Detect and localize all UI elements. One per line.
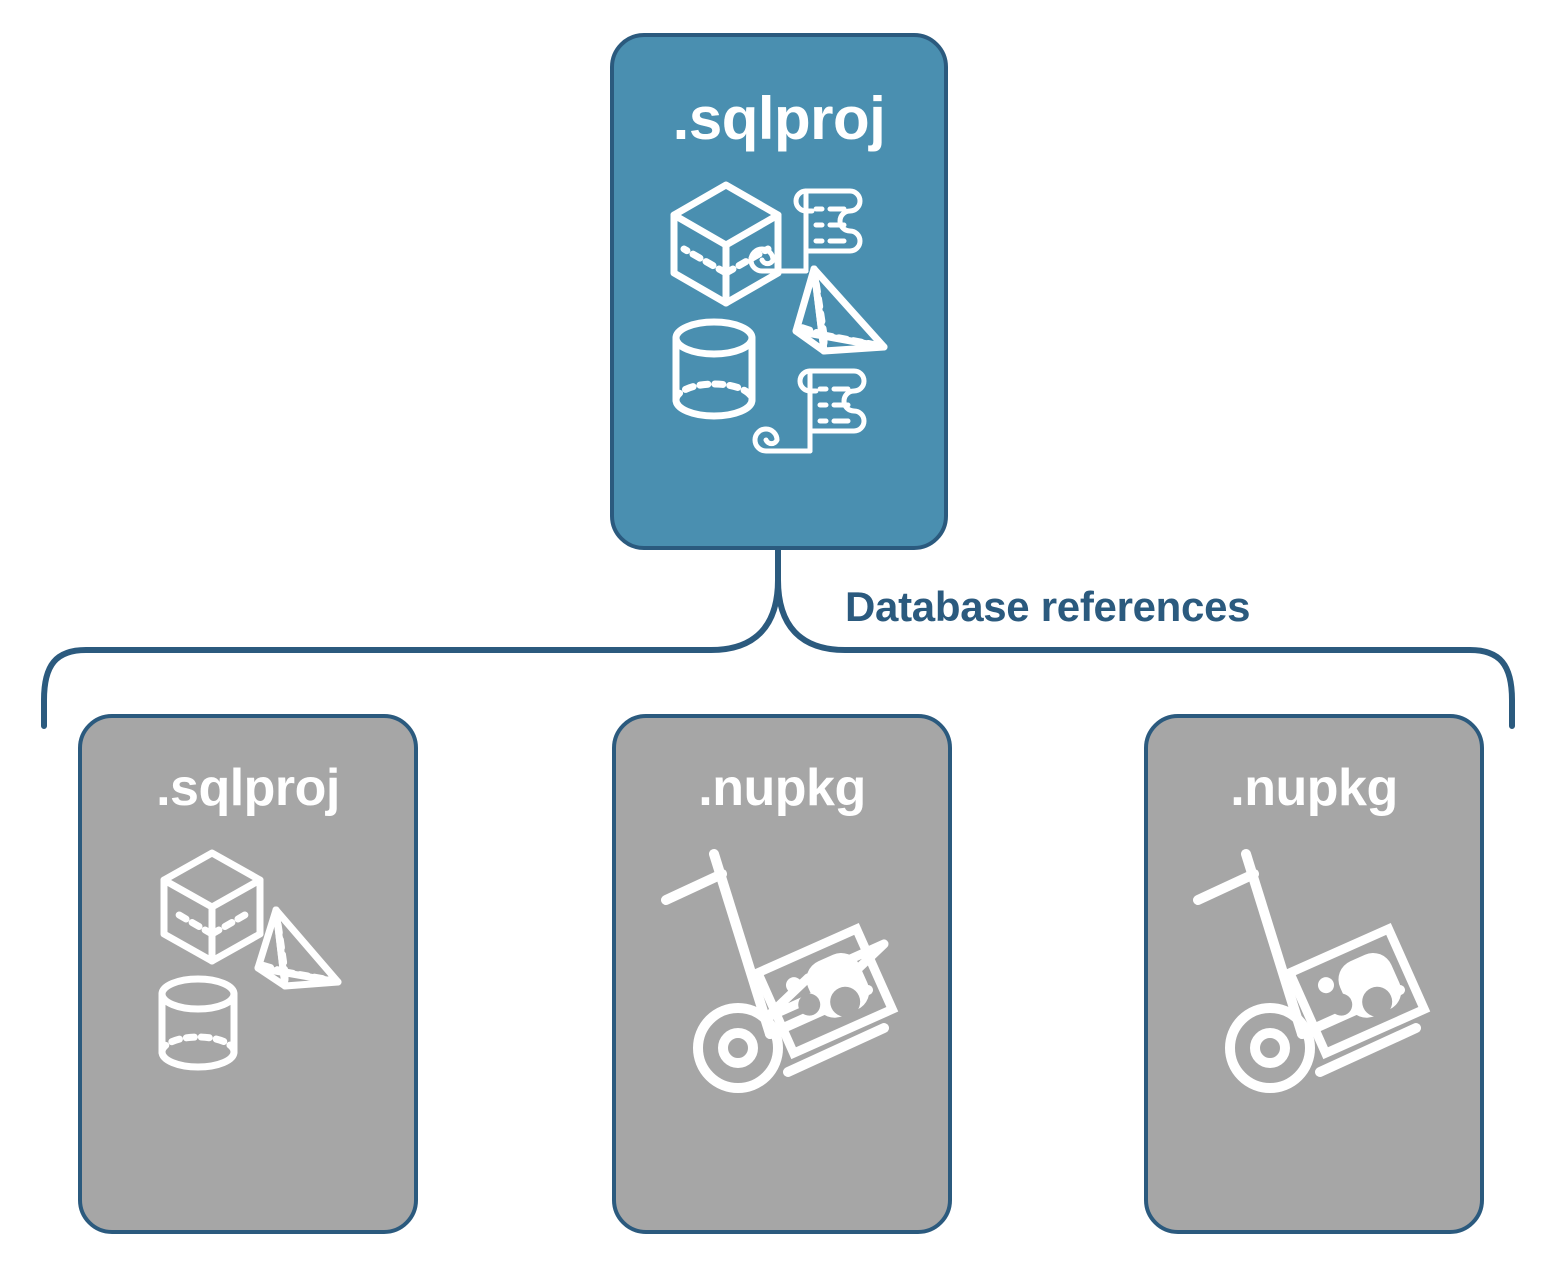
scroll-icon xyxy=(748,188,863,274)
node-root-label: .sqlproj xyxy=(672,85,886,152)
connector-label: Database references xyxy=(845,583,1251,630)
cylinder-icon xyxy=(158,975,238,1071)
cylinder-icon xyxy=(672,318,756,420)
pyramid-icon xyxy=(254,906,342,990)
child-icon-cluster-sqlproj xyxy=(148,848,348,1093)
node-child-label: .sqlproj xyxy=(156,759,340,817)
scroll-icon xyxy=(752,368,867,454)
node-child-label: .nupkg xyxy=(1230,759,1398,817)
node-child-sqlproj[interactable]: .sqlproj xyxy=(78,714,418,1234)
node-child-label: .nupkg xyxy=(698,759,866,817)
cube-icon xyxy=(670,181,782,307)
root-icon-cluster xyxy=(664,175,894,460)
cube-icon xyxy=(160,849,264,965)
package-box xyxy=(1283,922,1431,1060)
node-root-sqlproj[interactable]: .sqlproj xyxy=(610,33,948,550)
node-child-nupkg-2[interactable]: .nupkg xyxy=(1144,714,1484,1234)
child-icon-cluster-nupkg xyxy=(652,848,912,1103)
node-child-nupkg-1[interactable]: .nupkg xyxy=(612,714,952,1234)
pyramid-icon xyxy=(792,265,888,355)
nuget-glyph xyxy=(1317,952,1402,1018)
package-box xyxy=(751,922,899,1060)
nuget-glyph xyxy=(785,952,870,1018)
child-icon-cluster-nupkg xyxy=(1184,848,1444,1103)
